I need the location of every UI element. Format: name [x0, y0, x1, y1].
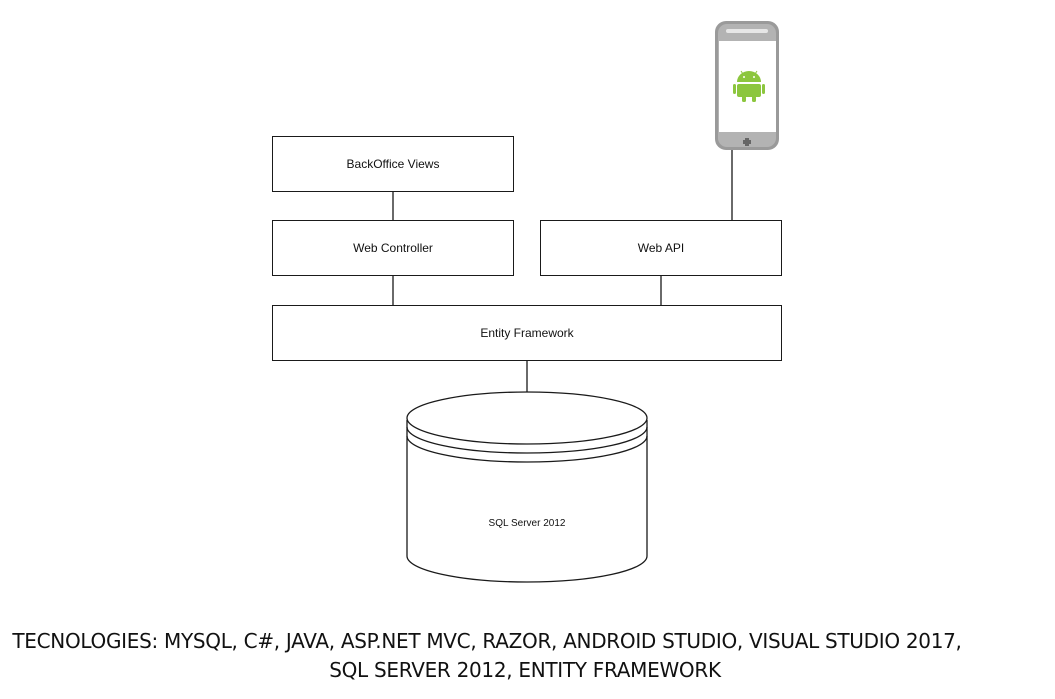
technologies-line-2: SQL SERVER 2012, ENTITY FRAMEWORK — [329, 658, 721, 682]
android-robot-icon — [733, 70, 765, 102]
web-controller-box: Web Controller — [272, 220, 514, 276]
backoffice-views-label: BackOffice Views — [346, 157, 440, 171]
android-phone-icon — [715, 21, 779, 150]
entity-framework-label: Entity Framework — [480, 326, 574, 340]
web-api-box: Web API — [540, 220, 782, 276]
entity-framework-box: Entity Framework — [272, 305, 782, 361]
web-controller-label: Web Controller — [353, 241, 433, 255]
web-api-label: Web API — [637, 241, 685, 255]
technologies-line-1: TECNOLOGIES: MYSQL, C#, JAVA, ASP.NET MV… — [12, 629, 962, 653]
plus-button-icon — [743, 138, 751, 146]
database-label: SQL Server 2012 — [489, 518, 566, 529]
backoffice-views-box: BackOffice Views — [272, 136, 514, 192]
database-cylinder — [406, 391, 648, 583]
